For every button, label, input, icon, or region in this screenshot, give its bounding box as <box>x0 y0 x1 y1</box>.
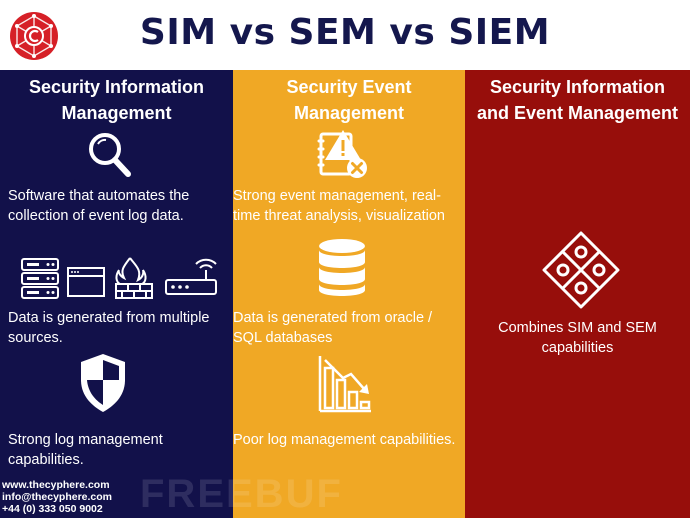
sim-text-1: Software that automates the collection o… <box>8 186 189 226</box>
sim-text-1-line2: collection of event log data. <box>8 208 184 224</box>
database-icon <box>319 239 365 296</box>
shield-icon <box>81 354 125 412</box>
sim-text-1-line1: Software that automates the <box>8 188 190 204</box>
alert-document-icon <box>317 130 367 178</box>
declining-chart-icon <box>318 356 371 413</box>
contact-website[interactable]: www.thecyphere.com <box>2 479 110 491</box>
sim-column: Security Information Management Software… <box>0 70 233 518</box>
network-devices-icon <box>21 257 217 299</box>
contact-phone: +44 (0) 333 050 9002 <box>2 503 103 515</box>
sem-title: Security Event Management <box>233 74 465 126</box>
sem-text-3: Poor log management capabilities. <box>233 430 455 450</box>
page-title: SIM vs SEM vs SIEM <box>139 12 551 53</box>
siem-text-1-line1: Combines SIM and SEM <box>498 320 657 336</box>
header: SIM vs SEM vs SIEM <box>0 0 690 70</box>
siem-title-line1: Security Information <box>489 77 666 97</box>
sem-text-2-line2: SQL databases <box>233 330 333 346</box>
magnifier-icon <box>89 133 131 177</box>
sem-text-1: Strong event management, real- time thre… <box>233 186 445 226</box>
sem-text-2: Data is generated from oracle / SQL data… <box>233 308 432 348</box>
sim-text-2-line2: sources. <box>8 330 63 346</box>
sem-column: Security Event Management Strong event m… <box>233 70 465 518</box>
cyphere-logo-icon <box>10 12 58 60</box>
siem-column: Security Information and Event Managemen… <box>465 70 690 518</box>
sim-text-2: Data is generated from multiple sources. <box>8 308 210 348</box>
sem-title-line1: Security Event <box>286 77 412 97</box>
sim-text-2-line1: Data is generated from multiple <box>8 310 210 326</box>
siem-text-1-line2: capabilities <box>541 340 614 356</box>
sim-text-3: Strong log management capabilities. <box>8 430 163 470</box>
contact-email[interactable]: info@thecyphere.com <box>2 491 113 503</box>
sem-text-1-line1: Strong event management, real- <box>233 188 441 204</box>
watermark: FREEBUF <box>140 472 343 516</box>
sem-text-2-line1: Data is generated from oracle / <box>233 310 433 326</box>
sim-text-3-line2: capabilities. <box>8 452 84 468</box>
sem-text-3-line1: Poor log management capabilities. <box>233 432 456 448</box>
puzzle-icon <box>542 231 620 309</box>
siem-title-line2: and Event Management <box>476 103 679 123</box>
sem-text-1-line2: time threat analysis, visualization <box>233 208 445 224</box>
siem-title: Security Information and Event Managemen… <box>465 74 690 126</box>
sim-title-line2: Management <box>61 103 172 123</box>
sim-title: Security Information Management <box>0 74 233 126</box>
sim-title-line1: Security Information <box>28 77 205 97</box>
sim-text-3-line1: Strong log management <box>8 432 163 448</box>
sem-title-line2: Management <box>293 103 405 123</box>
siem-text-1: Combines SIM and SEM capabilities <box>465 318 690 358</box>
